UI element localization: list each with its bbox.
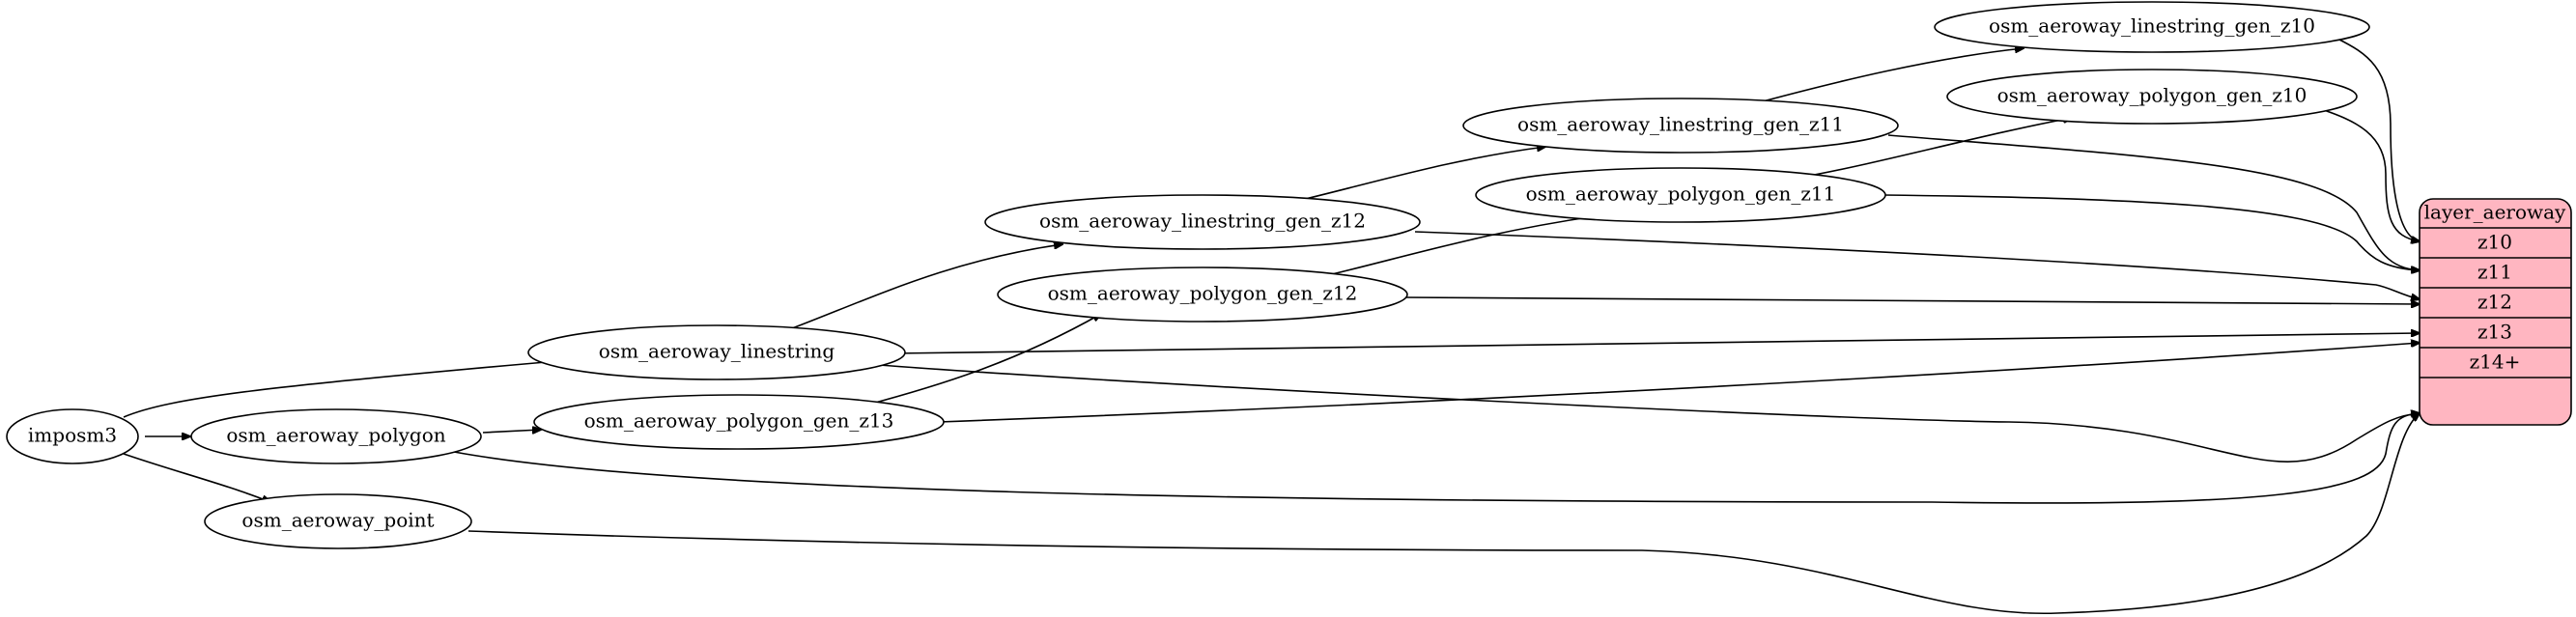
node-label-osm-aeroway-point: osm_aeroway_point bbox=[241, 509, 434, 532]
node-osm-aeroway-polygon-gen-z13[interactable]: osm_aeroway_polygon_gen_z13 bbox=[533, 394, 945, 450]
edge-polygon-gen-z13-to-polygon-gen-z12 bbox=[863, 314, 1101, 407]
edge-polygon-gen-z11-to-polygon-gen-z10 bbox=[1803, 118, 2072, 178]
layer-field-z10: z10 bbox=[2477, 231, 2512, 254]
layer-field-z11: z11 bbox=[2477, 261, 2512, 284]
node-osm-aeroway-polygon-gen-z10[interactable]: osm_aeroway_polygon_gen_z10 bbox=[1946, 69, 2358, 125]
edges bbox=[123, 38, 2420, 615]
layer-aeroway-title: layer_aeroway bbox=[2424, 201, 2566, 224]
layer-aeroway-record[interactable]: layer_aeroway z10 z11 z12 z13 z14+ bbox=[2419, 198, 2572, 426]
edge-linestring-gen-z11-to-z11 bbox=[1887, 134, 2420, 270]
node-label-osm-aeroway-polygon-gen-z13: osm_aeroway_polygon_gen_z13 bbox=[584, 409, 894, 433]
edge-linestring-to-z13 bbox=[892, 333, 2420, 354]
node-label-osm-aeroway-polygon-gen-z11: osm_aeroway_polygon_gen_z11 bbox=[1526, 182, 1836, 206]
node-label-osm-aeroway-linestring: osm_aeroway_linestring bbox=[599, 340, 835, 363]
node-osm-aeroway-polygon-gen-z11[interactable]: osm_aeroway_polygon_gen_z11 bbox=[1475, 167, 1886, 223]
edge-polygon-gen-z12-to-z12 bbox=[1404, 296, 2420, 304]
node-osm-aeroway-linestring-gen-z11[interactable]: osm_aeroway_linestring_gen_z11 bbox=[1462, 98, 1899, 154]
layer-aeroway-box bbox=[2419, 198, 2572, 426]
node-osm-aeroway-point[interactable]: osm_aeroway_point bbox=[204, 493, 472, 549]
edge-linestring-gen-z12-to-linestring-gen-z11 bbox=[1288, 147, 1545, 204]
node-osm-aeroway-linestring-gen-z10[interactable]: osm_aeroway_linestring_gen_z10 bbox=[1934, 1, 2370, 53]
nodes: imposm3 osm_aeroway_linestring osm_aerow… bbox=[6, 1, 2370, 549]
node-label-osm-aeroway-polygon-gen-z10: osm_aeroway_polygon_gen_z10 bbox=[1997, 84, 2307, 107]
node-imposm3[interactable]: imposm3 bbox=[6, 408, 139, 464]
layer-field-z12: z12 bbox=[2477, 291, 2512, 314]
edge-polygon-to-z14 bbox=[453, 413, 2420, 504]
node-osm-aeroway-polygon-gen-z12[interactable]: osm_aeroway_polygon_gen_z12 bbox=[997, 266, 1408, 323]
layer-field-z14-plus: z14+ bbox=[2470, 351, 2521, 374]
node-osm-aeroway-polygon[interactable]: osm_aeroway_polygon bbox=[190, 408, 482, 464]
node-osm-aeroway-linestring-gen-z12[interactable]: osm_aeroway_linestring_gen_z12 bbox=[984, 194, 1421, 250]
node-label-osm-aeroway-polygon: osm_aeroway_polygon bbox=[226, 424, 445, 447]
edge-imposm3-to-linestring bbox=[123, 359, 580, 418]
edge-polygon-gen-z10-to-z10 bbox=[2317, 107, 2420, 241]
edge-point-to-z14 bbox=[467, 413, 2420, 615]
edge-linestring-to-z14 bbox=[878, 364, 2420, 463]
layer-field-z13: z13 bbox=[2477, 321, 2512, 344]
edge-linestring-to-linestring-gen-z12 bbox=[786, 244, 1062, 331]
edge-polygon-to-polygon-gen-z13 bbox=[482, 430, 541, 433]
node-label-imposm3: imposm3 bbox=[28, 424, 117, 447]
node-label-osm-aeroway-linestring-gen-z12: osm_aeroway_linestring_gen_z12 bbox=[1039, 210, 1366, 233]
edge-imposm3-to-point bbox=[123, 453, 270, 502]
edge-linestring-gen-z10-to-z10 bbox=[2336, 38, 2420, 241]
node-label-osm-aeroway-linestring-gen-z11: osm_aeroway_linestring_gen_z11 bbox=[1517, 113, 1844, 136]
node-label-osm-aeroway-linestring-gen-z10: osm_aeroway_linestring_gen_z10 bbox=[1989, 14, 2315, 38]
edge-polygon-gen-z13-to-z13 bbox=[938, 343, 2420, 423]
edge-linestring-gen-z11-to-linestring-gen-z10 bbox=[1762, 48, 2024, 102]
node-label-osm-aeroway-polygon-gen-z12: osm_aeroway_polygon_gen_z12 bbox=[1048, 282, 1358, 305]
node-osm-aeroway-linestring[interactable]: osm_aeroway_linestring bbox=[527, 324, 906, 380]
edge-polygon-gen-z11-to-z11 bbox=[1882, 194, 2420, 270]
edge-polygon-gen-z12-to-polygon-gen-z11 bbox=[1327, 215, 1601, 276]
edge-linestring-gen-z12-to-z12 bbox=[1414, 231, 2420, 299]
